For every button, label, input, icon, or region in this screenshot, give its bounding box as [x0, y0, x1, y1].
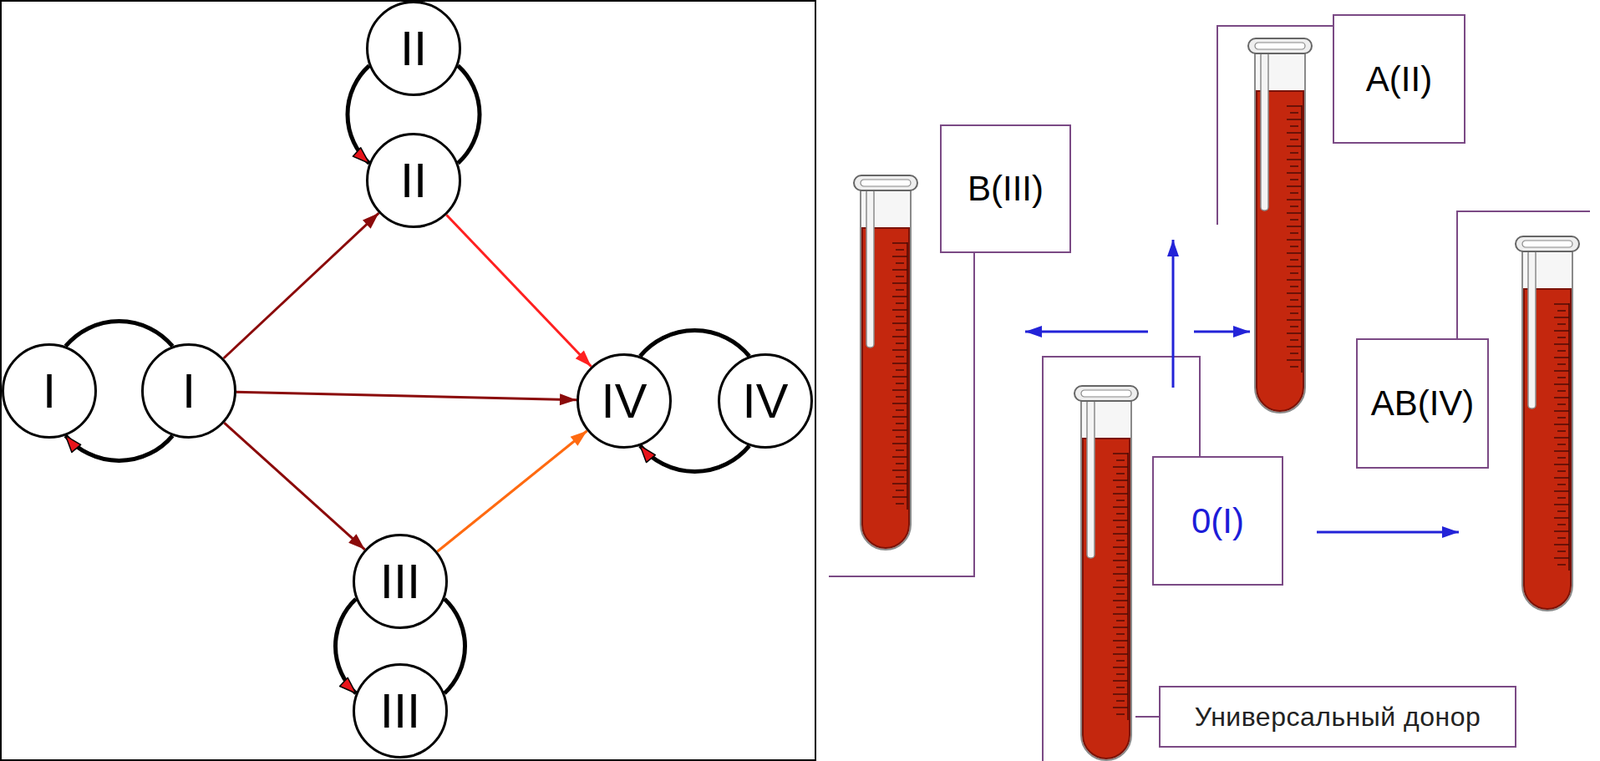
group-label: 0(I) [1191, 503, 1245, 539]
test-tube [1248, 38, 1312, 413]
blood-group-circle: I [1, 343, 97, 439]
blood-group-circle: IV [576, 353, 672, 449]
blood-group-circle: III [352, 533, 448, 630]
blood-group-circle: I [141, 343, 237, 439]
leader-line [1457, 211, 1590, 339]
group-numeral: II [400, 156, 427, 205]
group-numeral: II [400, 24, 427, 73]
group-numeral: IV [601, 376, 648, 426]
circle-shape [578, 355, 671, 448]
donor-arrow [1172, 239, 1175, 388]
group-numeral: I [182, 366, 196, 416]
panel-border [0, 0, 816, 761]
label-box: B(III) [939, 124, 1072, 254]
label-box: Универсальный донор [1158, 685, 1517, 748]
compatibility-arrow [236, 391, 577, 400]
blood-group-circle: II [365, 0, 462, 97]
circle-shape [367, 2, 461, 96]
group-label: AB(IV) [1371, 386, 1475, 422]
group-numeral: III [380, 686, 421, 736]
blood-group-circle: III [352, 663, 448, 759]
test-tube [1515, 236, 1580, 611]
blood-group-circle: IV [717, 353, 813, 449]
circle-shape [354, 535, 447, 629]
circle-shape [354, 665, 447, 758]
label-box: AB(IV) [1356, 338, 1489, 469]
circle-shape [142, 345, 236, 438]
test-tube [853, 175, 918, 550]
compatibility-arrow [223, 422, 365, 550]
blood-group-circle: II [365, 132, 462, 229]
group-label: Универсальный донор [1194, 703, 1481, 731]
leader-line [1217, 25, 1333, 225]
group-numeral: III [380, 557, 421, 606]
compatibility-arrow [223, 213, 380, 359]
compatibility-arrow [436, 431, 587, 552]
group-numeral: IV [742, 376, 789, 426]
compatibility-arrow [446, 214, 591, 367]
donor-arrow [1025, 330, 1148, 334]
circle-shape [367, 134, 461, 228]
group-label: A(II) [1366, 61, 1433, 97]
circle-shape [3, 345, 97, 438]
group-numeral: I [42, 366, 56, 416]
circle-shape [719, 355, 813, 448]
leader-line [828, 253, 975, 577]
test-tube [1074, 386, 1138, 761]
leader-line [1135, 716, 1159, 718]
group-label: B(III) [967, 171, 1044, 207]
donor-arrow [1193, 330, 1250, 334]
donor-arrow [1316, 531, 1459, 534]
label-box: 0(I) [1152, 456, 1284, 586]
label-box: A(II) [1332, 14, 1466, 144]
